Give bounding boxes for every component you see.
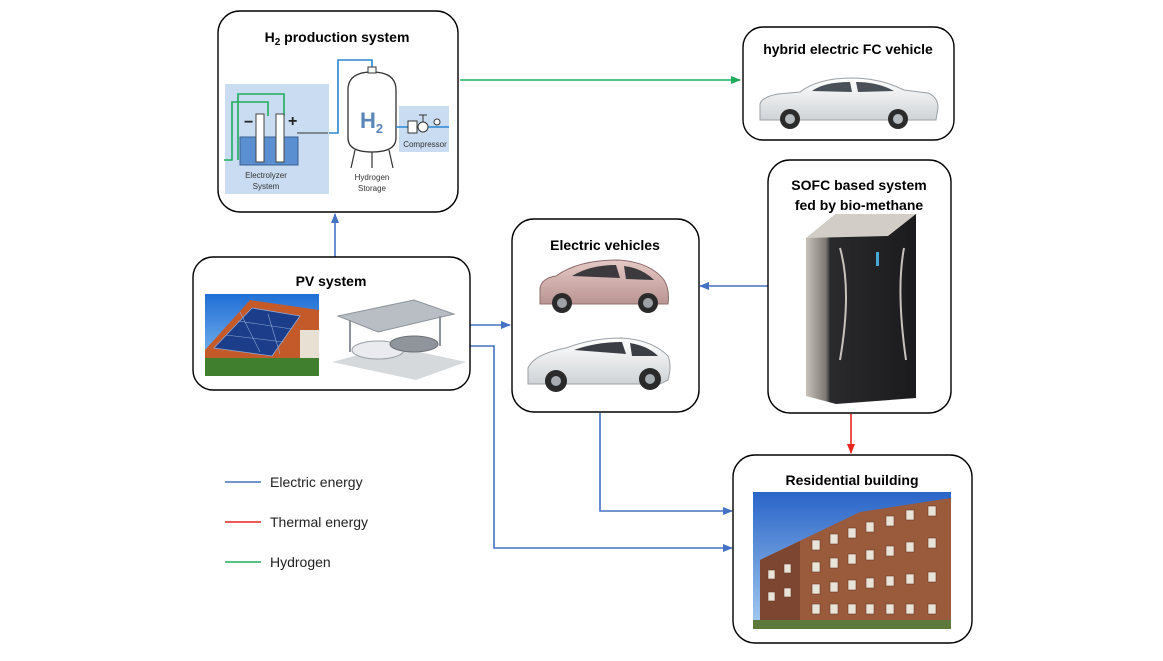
white-ev-image: [527, 337, 671, 392]
electrolyzer-label-2: System: [253, 182, 280, 191]
svg-text:−: −: [244, 114, 253, 131]
svg-text:+: +: [288, 113, 297, 130]
hydrogen-storage-tank: H2 Hydrogen Storage: [347, 66, 397, 193]
apartment-building-image: [753, 492, 951, 629]
compressor-illustration: Compressor: [396, 106, 449, 152]
sofc-system-box: SOFC based system fed by bio-methane: [767, 159, 952, 414]
legend-label: Hydrogen: [270, 554, 331, 570]
storage-label: Hydrogen: [355, 173, 390, 182]
legend-label: Electric energy: [270, 474, 363, 490]
h2-production-box: H2 production system − + Electrolyzer Sy…: [217, 10, 459, 213]
legend-label: Thermal energy: [270, 514, 368, 530]
electrolyzer-illustration: − + Electrolyzer System: [224, 84, 329, 194]
sofc-cabinet-image: [806, 214, 916, 404]
fc-sedan-image: [759, 77, 939, 129]
pv-system-box: PV system: [192, 256, 471, 391]
pv-system-title: PV system: [296, 273, 367, 289]
compressor-label: Compressor: [403, 140, 447, 149]
storage-label-2: Storage: [358, 184, 387, 193]
residential-building-box: Residential building: [732, 454, 973, 644]
tank-h2-symbol: H2: [360, 108, 383, 136]
rooftop-solar-image: [205, 294, 319, 376]
sofc-title-line1: SOFC based system: [791, 177, 926, 193]
residential-title: Residential building: [785, 472, 918, 488]
solar-carport-image: [332, 299, 466, 380]
legend-item: Hydrogen: [225, 554, 331, 570]
electric-vehicles-title: Electric vehicles: [550, 237, 660, 253]
pink-ev-image: [539, 259, 669, 313]
electrolyzer-label: Electrolyzer: [245, 171, 287, 180]
sofc-title-line2: fed by bio-methane: [795, 197, 924, 213]
legend-item: Electric energy: [225, 474, 363, 490]
fc-vehicle-box: hybrid electric FC vehicle: [742, 26, 955, 141]
pv-to-residential-arrow: [470, 345, 733, 552]
ev-to-residential-arrow: [599, 413, 733, 515]
legend-item: Thermal energy: [225, 514, 368, 530]
h2-production-title: H2 production system: [265, 29, 410, 48]
electric-vehicles-box: Electric vehicles: [511, 218, 700, 413]
fc-vehicle-title: hybrid electric FC vehicle: [763, 41, 933, 57]
